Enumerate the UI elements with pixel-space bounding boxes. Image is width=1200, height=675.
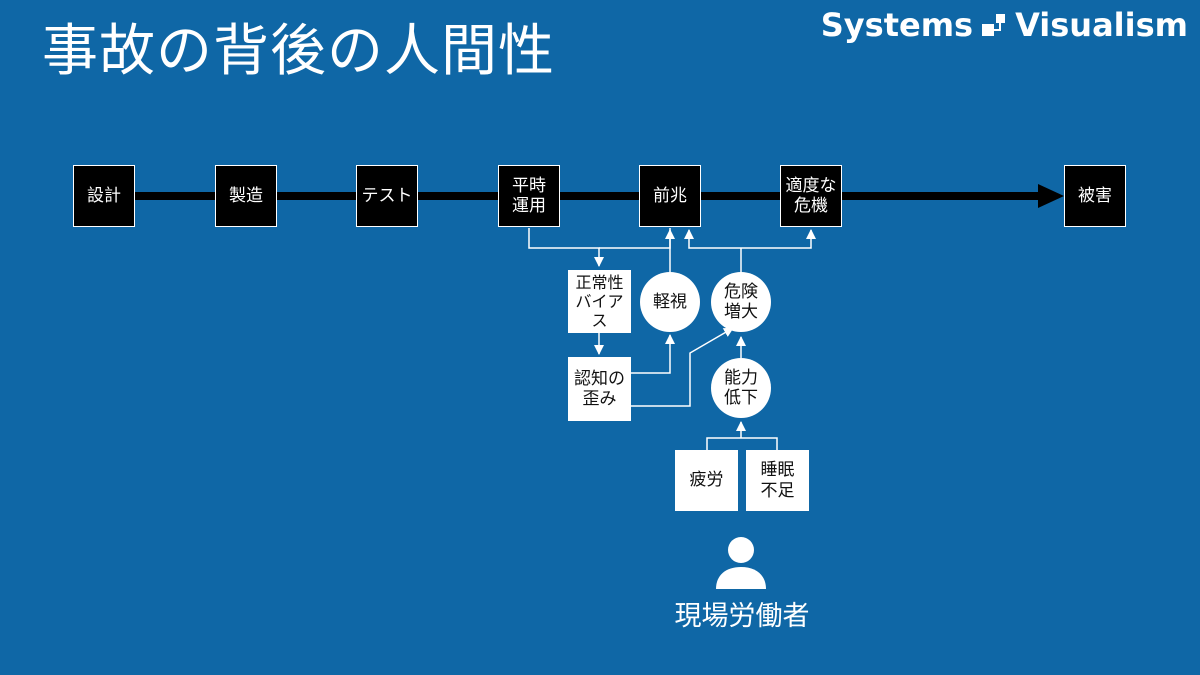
node-increased-danger: 危険 増大 [711, 272, 771, 332]
node-precursor: 前兆 [639, 165, 701, 227]
person-icon [716, 537, 766, 589]
node-reduced-capability: 能力 低下 [711, 358, 771, 418]
link-danger-to-crisis [741, 229, 816, 249]
node-test: テスト [356, 165, 418, 227]
link-sleep-up [741, 437, 778, 450]
worker-label: 現場労働者 [674, 601, 810, 632]
node-design: 設計 [73, 165, 135, 227]
link-danger-to-precursor [684, 229, 741, 249]
node-neglect: 軽視 [640, 272, 700, 332]
node-moderate-crisis: 適度な 危機 [780, 165, 842, 227]
brand-name-right: Visualism [1015, 6, 1188, 44]
brand-logo: Systems Visualism [821, 6, 1188, 44]
link-precursor-to-bias [599, 228, 671, 249]
node-manufacturing: 製造 [215, 165, 277, 227]
node-fatigue: 疲労 [675, 450, 738, 511]
node-cognitive-distortion: 認知の 歪み [568, 357, 631, 421]
link-operation-to-bias [528, 228, 604, 267]
node-sleep-deprivation: 睡眠 不足 [746, 450, 809, 511]
page-title: 事故の背後の人間性 [42, 19, 555, 84]
link-fatigue-up [706, 437, 741, 450]
linked-squares-logo-icon [982, 14, 1006, 36]
node-normalcy-bias: 正常性 バイアス [568, 270, 631, 333]
timeline-arrowhead [1038, 184, 1064, 208]
node-damage: 被害 [1064, 165, 1126, 227]
link-distortion-to-danger [630, 327, 734, 407]
brand-name-left: Systems [820, 6, 974, 44]
link-distortion-to-neglect [630, 334, 675, 374]
node-normal-operation: 平時 運用 [498, 165, 560, 227]
